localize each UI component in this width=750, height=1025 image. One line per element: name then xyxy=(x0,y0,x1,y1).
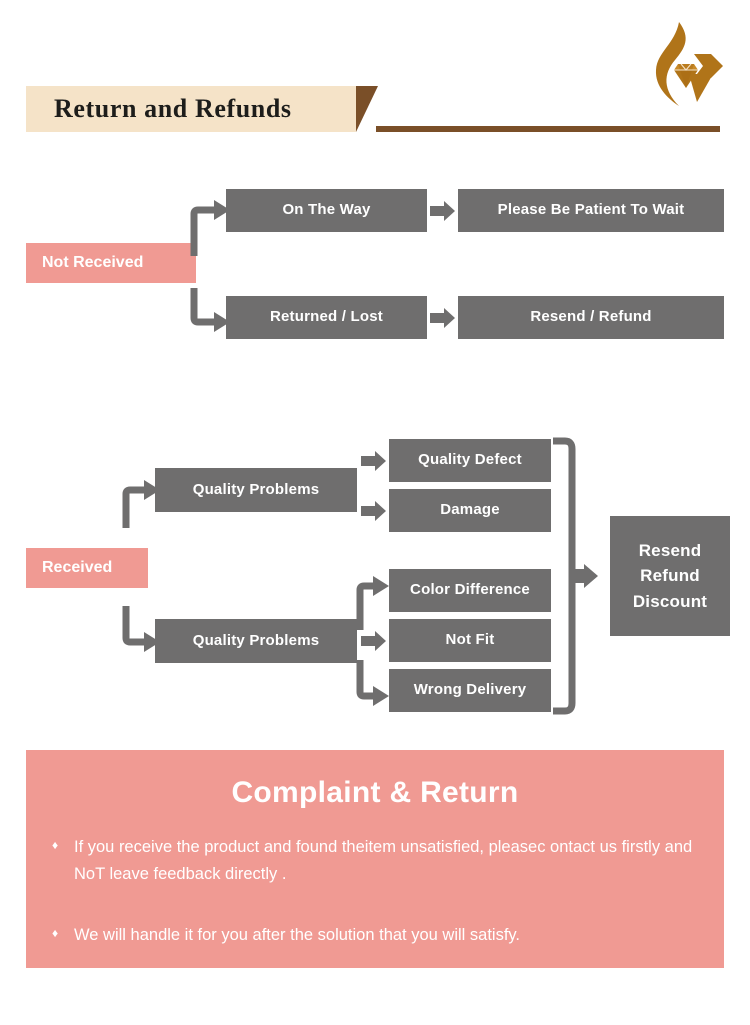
complaint-bullet-item: ♦ We will handle it for you after the so… xyxy=(52,922,698,949)
arrow-right-on-the-way xyxy=(430,200,456,222)
node-resend-refund: Resend / Refund xyxy=(458,296,724,339)
complaint-bullet-text: We will handle it for you after the solu… xyxy=(74,926,521,944)
node-resend-refund-discount: Resend Refund Discount xyxy=(610,516,730,636)
page-title: Return and Refunds xyxy=(54,94,292,123)
node-on-the-way: On The Way xyxy=(226,189,427,232)
complaint-and-return-panel: Complaint & Return ♦ If you receive the … xyxy=(26,750,724,968)
node-please-be-patient-to-wait: Please Be Patient To Wait xyxy=(458,189,724,232)
title-tab-wedge xyxy=(356,86,378,132)
arrow-right-not-fit xyxy=(361,630,387,652)
complaint-bullet-item: ♦ If you receive the product and found t… xyxy=(52,834,698,887)
elbow-arrow-up-right-received xyxy=(120,476,162,532)
flame-diamond-logo-icon xyxy=(645,18,729,108)
node-returned-lost: Returned / Lost xyxy=(226,296,427,339)
flow-source-received: Received xyxy=(26,548,148,588)
node-wrong-delivery: Wrong Delivery xyxy=(389,669,551,712)
elbow-arrow-up-right-not-received xyxy=(188,196,232,260)
arrow-right-returned-lost xyxy=(430,307,456,329)
elbow-arrow-down-right-not-received xyxy=(188,288,232,340)
outcome-line-resend: Resend xyxy=(638,541,702,561)
elbow-arrow-up-right-color-difference xyxy=(355,572,391,634)
outcome-line-discount: Discount xyxy=(632,591,708,611)
arrow-right-damage xyxy=(361,500,387,522)
node-quality-defect: Quality Defect xyxy=(389,439,551,482)
node-quality-problems-upper: Quality Problems xyxy=(155,468,357,512)
elbow-arrow-down-right-wrong-delivery xyxy=(355,660,391,718)
node-color-difference: Color Difference xyxy=(389,569,551,612)
node-damage: Damage xyxy=(389,489,551,532)
node-not-fit: Not Fit xyxy=(389,619,551,662)
page-title-plate: Return and Refunds xyxy=(26,86,356,132)
flow-source-not-received: Not Received xyxy=(26,243,196,283)
page-header: Return and Refunds xyxy=(0,0,750,160)
outcome-line-refund: Refund xyxy=(640,566,700,586)
arrow-right-quality-defect xyxy=(361,450,387,472)
complaint-bullet-text: If you receive the product and found the… xyxy=(74,838,693,883)
node-quality-problems-lower: Quality Problems xyxy=(155,619,357,663)
diamond-bullet-icon: ♦ xyxy=(52,838,59,852)
joining-bracket-to-outcome xyxy=(551,437,611,715)
elbow-arrow-down-right-received xyxy=(120,604,162,660)
header-divider-rule xyxy=(376,126,720,132)
diamond-bullet-icon: ♦ xyxy=(52,926,59,940)
complaint-panel-title: Complaint & Return xyxy=(231,776,519,809)
